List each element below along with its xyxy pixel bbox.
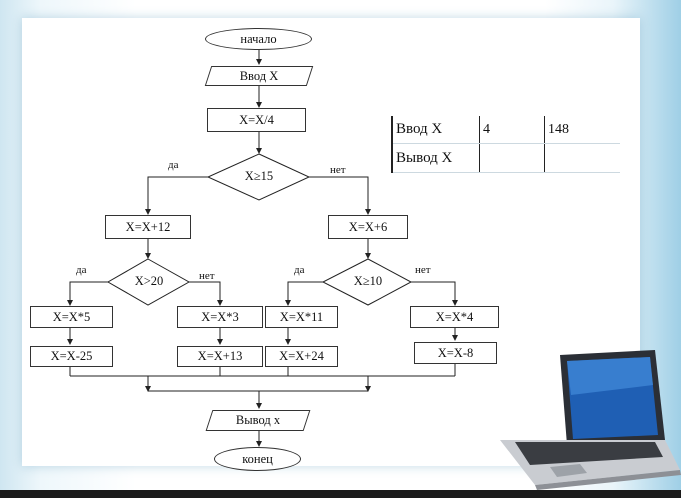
node-x-times-3: X=X*3 <box>177 306 263 328</box>
row-label: Ввод X <box>391 116 480 145</box>
row-label: Вывод X <box>391 143 480 173</box>
node-x-times-5: X=X*5 <box>30 306 113 328</box>
node-x-plus-24: X=X+24 <box>265 346 338 367</box>
trace-table: Ввод X 4 148 Вывод X <box>391 116 620 173</box>
no-label-right: нет <box>415 264 431 276</box>
right-step-node: X=X+6 <box>328 215 408 239</box>
table-row: Ввод X 4 148 <box>391 116 620 145</box>
yes-label-left: да <box>76 264 87 276</box>
start-node: начало <box>205 28 312 50</box>
condition-left: X>20 <box>134 274 164 288</box>
bottom-bar <box>0 490 681 498</box>
laptop-icon <box>500 350 681 490</box>
condition-right: X≥10 <box>353 274 383 288</box>
yes-label-right: да <box>294 264 305 276</box>
node-x-minus-8: X=X-8 <box>414 342 497 364</box>
output-node: Вывод x <box>209 410 307 431</box>
node-x-minus-25: X=X-25 <box>30 346 113 367</box>
node-x-times-4: X=X*4 <box>410 306 499 328</box>
left-step-node: X=X+12 <box>105 215 191 239</box>
cell-value-1: 4 <box>479 116 545 145</box>
table-row: Вывод X <box>391 143 620 173</box>
cell-value-1 <box>479 143 545 173</box>
node-x-plus-13: X=X+13 <box>177 346 263 367</box>
step-divide-node: X=X/4 <box>207 108 306 132</box>
cell-value-2 <box>544 143 620 173</box>
end-node: конец <box>214 447 301 471</box>
node-x-times-11: X=X*11 <box>265 306 338 328</box>
input-node: Ввод X <box>208 66 310 86</box>
yes-label-main: да <box>168 159 179 171</box>
no-label-main: нет <box>330 164 346 176</box>
cell-value-2: 148 <box>544 116 620 145</box>
no-label-left: нет <box>199 270 215 282</box>
condition-main: X≥15 <box>244 169 274 183</box>
